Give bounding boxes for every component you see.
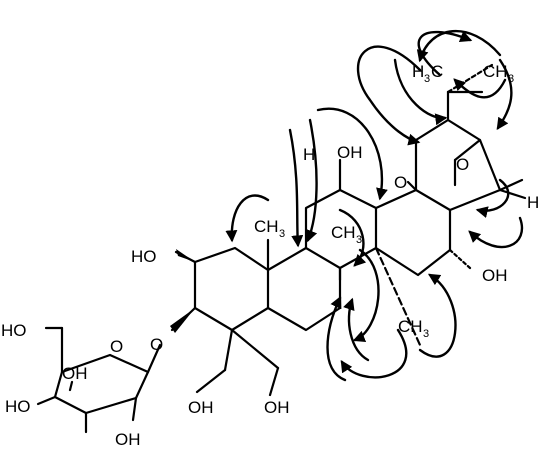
label-o-glycoside: O xyxy=(150,335,163,354)
label-ch3-c25: CH 3 xyxy=(254,217,285,240)
label-ch3-c27: CH 3 xyxy=(398,317,429,340)
label-o-lactone-ring: O xyxy=(394,173,407,192)
label-oh-sugar-c4: OH xyxy=(62,364,88,383)
label-o-ring: O xyxy=(110,337,123,356)
label-ch3-c25-main: CH xyxy=(254,217,279,236)
label-ch3-c30-sub: 3 xyxy=(508,73,514,85)
label-oh-sugar-c2: OH xyxy=(115,430,141,449)
label-h3c-c29: H 3 C xyxy=(412,62,443,85)
ring-d xyxy=(374,188,472,347)
label-h3c-c29-h: H xyxy=(412,62,424,81)
label-h-c21: H xyxy=(527,193,539,212)
label-ho-c2: HO xyxy=(131,247,157,266)
label-ch3-c30: CH 3 xyxy=(483,62,514,85)
glucose-ring xyxy=(36,326,162,434)
label-ch3-c26-sub: 3 xyxy=(356,234,362,246)
label-h3c-c29-c: C xyxy=(431,62,443,81)
label-ch3-c26: CH 3 xyxy=(331,223,362,246)
label-oh-c24: OH xyxy=(264,398,290,417)
label-h-c12: H xyxy=(303,145,315,164)
atom-labels: HO HO OH HO OH O O OH OH H OH CH 3 CH 3 … xyxy=(1,62,539,449)
label-ch3-c27-main: CH xyxy=(398,317,423,336)
label-oh-c23: OH xyxy=(188,398,214,417)
ring-e xyxy=(406,63,527,212)
label-ch3-c26-main: CH xyxy=(331,223,356,242)
label-h3c-c29-sub: 3 xyxy=(424,73,430,85)
label-ch3-c25-sub: 3 xyxy=(279,228,285,240)
label-o-carbonyl: O xyxy=(456,155,469,174)
ring-c xyxy=(304,158,378,282)
label-ho-sugar-c3: HO xyxy=(5,397,31,416)
ring-a xyxy=(170,246,280,397)
label-ch3-c30-main: CH xyxy=(483,62,508,81)
correlation-arrows xyxy=(225,30,523,382)
label-ho-sugar-c6: HO xyxy=(1,321,27,340)
label-oh-c16: OH xyxy=(482,266,508,285)
label-ch3-c27-sub: 3 xyxy=(423,328,429,340)
ring-b xyxy=(266,238,342,332)
label-oh-c12: OH xyxy=(337,143,363,162)
